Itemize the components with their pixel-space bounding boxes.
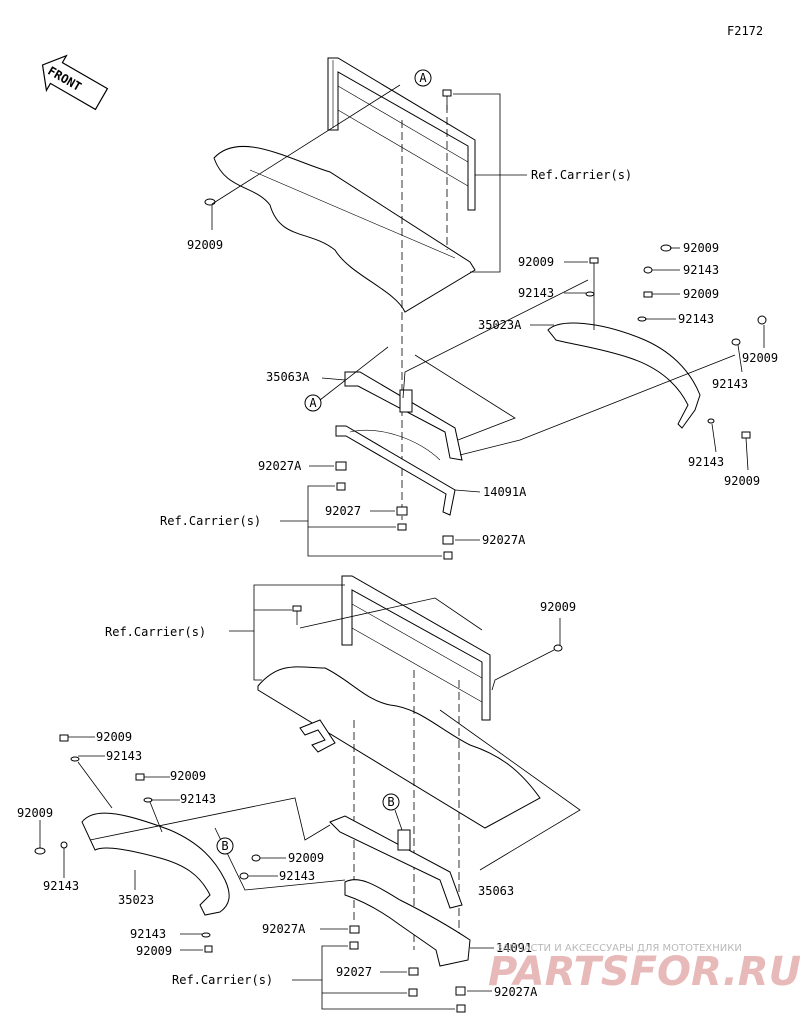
ref-a-mid: A [304,394,322,412]
label-92027-1: 92027 [325,504,361,518]
label-92143-9: 92143 [43,879,79,893]
label-92009-2: 92009 [683,241,719,255]
ref-b-left: B [216,837,234,855]
label-92143-10: 92143 [130,927,166,941]
ref-b-mid: B [382,793,400,811]
bolt-92009-lower-left [292,605,302,625]
carrier-frame-lower [341,575,491,721]
bolt-92009-top [442,89,452,110]
nuts-upper [335,461,454,560]
bracket-35063A [344,371,463,461]
label-92143-4: 92143 [712,377,748,391]
svg-text:A: A [309,396,317,410]
label-92009-9: 92009 [170,769,206,783]
label-92009-7: 92009 [540,600,576,614]
bracket-35063 [329,815,463,909]
label-35063A: 35063A [266,370,310,384]
watermark-brand: PARTSFOR.RU [488,949,800,995]
label-ref-carrier-1: Ref.Carrier(s) [531,168,632,182]
front-arrow-icon: FRONT [41,54,109,111]
label-92009-1: 92009 [187,238,223,252]
svg-text:B: B [221,839,228,853]
bracket-14091 [344,879,471,967]
label-92009-12: 92009 [136,944,172,958]
label-92143-8: 92143 [279,869,315,883]
label-14091A: 14091A [483,485,527,499]
label-92009-5: 92009 [742,351,778,365]
upper-assembly: A A [204,57,767,560]
bracket-14091A [335,425,456,516]
label-92143-7: 92143 [180,792,216,806]
label-ref-carrier-4: Ref.Carrier(s) [172,973,273,987]
label-92009-6: 92009 [724,474,760,488]
fender-35023A [547,322,701,429]
label-92027A-1: 92027A [258,459,302,473]
fender-35023 [81,812,230,916]
bolt-92009-lower-right [553,644,563,652]
label-35023A: 35023A [478,318,522,332]
label-92143-5: 92143 [688,455,724,469]
figure-code: F2172 [727,24,763,38]
label-92027-2: 92027 [336,965,372,979]
label-92009-8: 92009 [96,730,132,744]
label-92143-3: 92143 [678,312,714,326]
panel-lower [257,666,541,829]
label-92027A-4: 92027A [494,985,538,999]
label-35063: 35063 [478,884,514,898]
watermark: ЗАПЧАСТИ И АКСЕССУАРЫ ДЛЯ МОТОТЕХНИКИ PA… [488,943,800,995]
label-92143-6: 92143 [106,749,142,763]
label-92027A-2: 92027A [482,533,526,547]
nuts-lower [349,925,466,1013]
label-92009-3: 92009 [518,255,554,269]
lower-assembly: B B [34,575,581,1013]
ref-a-top: A [414,69,432,87]
part-labels: Ref.Carrier(s) 92009 92009 92009 92143 9… [17,168,778,999]
carrier-frame-upper [327,57,476,211]
svg-text:B: B [387,795,394,809]
bolt-92009-left [204,198,216,206]
label-92143-2: 92143 [518,286,554,300]
label-92143-1: 92143 [683,263,719,277]
label-ref-carrier-3: Ref.Carrier(s) [105,625,206,639]
svg-text:A: A [419,71,427,85]
label-ref-carrier-2: Ref.Carrier(s) [160,514,261,528]
watermark-tagline: ЗАПЧАСТИ И АКСЕССУАРЫ ДЛЯ МОТОТЕХНИКИ [496,943,742,954]
label-92009-10: 92009 [17,806,53,820]
label-92009-11: 92009 [288,851,324,865]
handle-lower [299,719,336,753]
label-92009-4: 92009 [683,287,719,301]
panel-upper [213,146,476,313]
label-92027A-3: 92027A [262,922,306,936]
label-14091: 14091 [496,941,532,955]
label-35023: 35023 [118,893,154,907]
